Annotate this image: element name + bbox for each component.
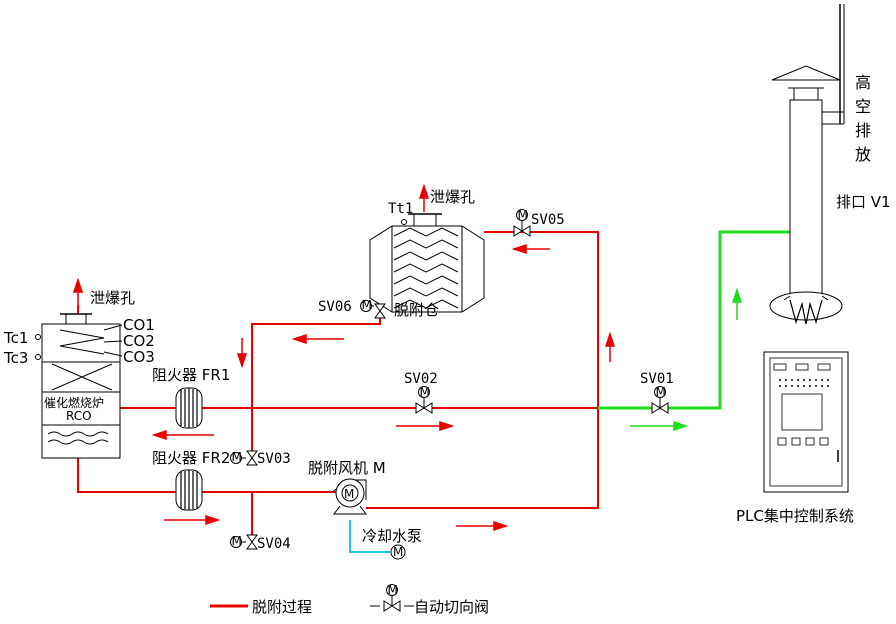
exhaust-stack: 高 空 排 放 排口 V1 [769, 4, 891, 325]
outlet-label: 排口 V1 [836, 193, 891, 211]
arrow-green-right-icon [630, 420, 689, 432]
arrow-vent-rco-up-icon [72, 277, 84, 306]
desorption-fan[interactable]: M 脱附风机 M [308, 459, 386, 515]
flame-arrester-fr2: 阻火器 FR2 [152, 449, 230, 511]
rco-label-line1: 催化燃烧炉 [44, 395, 104, 410]
adsorber-label: 脱附仓 [394, 301, 439, 319]
tc3-sensor-icon [35, 354, 41, 360]
flame-arrester-fr1: 阻火器 FR1 [152, 366, 230, 429]
tc3-label: Tc3 [3, 349, 28, 367]
tt1-label: Tt1 [388, 201, 413, 217]
sv02-label: SV02 [404, 371, 438, 387]
tc1-sensor-icon [35, 334, 41, 340]
pipe-exhaust-to-stack [598, 230, 790, 410]
arrow-down-to-sv03-icon [236, 338, 248, 369]
arrow-green-up-icon [731, 287, 743, 320]
sv03-motor-icon: M [232, 450, 242, 464]
legend-line-label: 脱附过程 [252, 598, 312, 616]
flow-arrows [72, 183, 743, 532]
svg-text:M: M [388, 583, 398, 597]
legend-valve-label: 自动切向阀 [414, 598, 489, 616]
stack-vertical-char-1: 高 [855, 73, 871, 92]
pump-label: 冷却水泵 [362, 527, 422, 545]
pump-motor-icon: M [393, 545, 403, 559]
stack-vertical-char-3: 排 [855, 121, 871, 140]
sv06-label: SV06 [318, 299, 352, 315]
adsorber-tank: Tt1 泄爆孔 脱附仓 [369, 188, 485, 319]
plc-screen[interactable] [781, 393, 823, 431]
co3-label: CO3 [123, 348, 155, 366]
sv05-label: SV05 [531, 212, 565, 228]
plc-cabinet[interactable]: PLC集中控制系统 [736, 351, 854, 525]
legend-valve-icon: M [370, 583, 414, 612]
arrow-sv02-right-icon [396, 420, 455, 432]
flame-arrester-fr2-label: 阻火器 FR2 [152, 449, 230, 467]
tc1-label: Tc1 [3, 329, 28, 347]
arrow-fr1-left-icon [151, 429, 214, 441]
pipe-cooling-water [349, 520, 390, 553]
arrow-sv06-left-icon [291, 333, 344, 345]
sv02-motor-icon: M [420, 385, 430, 399]
valve-sv04[interactable]: M SV04 [230, 534, 291, 552]
arrow-vent-adsorber-up-icon [418, 183, 430, 212]
valve-sv05[interactable]: M SV05 [513, 208, 565, 237]
plc-label: PLC集中控制系统 [736, 507, 854, 525]
pipe-rco-bottom-to-fr2 [77, 458, 176, 493]
rco-label-line2: RCO [66, 409, 92, 423]
pipe-adsorber-down-to-sv03 [251, 312, 381, 452]
flame-arrester-fr1-label: 阻火器 FR1 [152, 366, 230, 384]
sv01-motor-icon: M [656, 385, 666, 399]
valve-sv02[interactable]: M SV02 [404, 371, 438, 414]
sv03-label: SV03 [257, 451, 291, 467]
valve-sv01[interactable]: M SV01 [640, 371, 674, 414]
valve-sv03[interactable]: M SV03 [230, 450, 291, 467]
sv05-motor-icon: M [518, 208, 528, 222]
fan-motor-icon: M [344, 487, 354, 501]
fan-label: 脱附风机 M [308, 459, 386, 477]
arrow-sv05-left-icon [511, 243, 550, 255]
sv01-label: SV01 [640, 371, 674, 387]
arrow-right-up-icon [604, 331, 616, 362]
stack-vertical-char-2: 空 [855, 97, 871, 116]
arrow-fr2-right-icon [164, 514, 221, 526]
adsorber-vent-label: 泄爆孔 [430, 188, 475, 206]
sv06-motor-icon: M [362, 298, 372, 312]
pipe-fan-to-right [366, 231, 599, 509]
sv04-motor-icon: M [232, 534, 242, 548]
arrow-fan-right-icon [456, 520, 509, 532]
co1-label: CO1 [123, 316, 155, 334]
cooling-pump[interactable]: M 冷却水泵 [362, 527, 422, 560]
legend: 脱附过程 M 自动切向阀 [210, 583, 489, 616]
rco-vent-label: 泄爆孔 [90, 289, 135, 307]
valve-sv06[interactable]: M SV06 [318, 298, 386, 319]
rco-furnace: 催化燃烧炉 RCO Tc1 Tc3 CO1 CO2 CO3 泄爆孔 [3, 289, 155, 459]
tt1-sensor-icon [401, 219, 407, 225]
stack-vertical-char-4: 放 [855, 145, 871, 164]
sv04-label: SV04 [257, 536, 291, 552]
co2-label: CO2 [123, 332, 155, 350]
